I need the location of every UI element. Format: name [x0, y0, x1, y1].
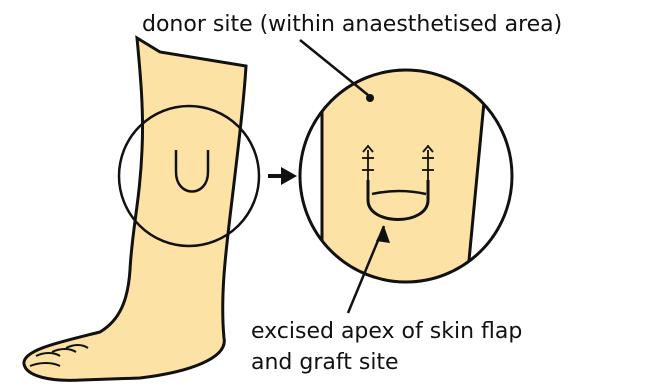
magnified-view [322, 60, 488, 292]
donor-leader-line [300, 40, 368, 95]
donor-site-label: donor site (within anaesthetised area) [142, 12, 562, 37]
excised-apex-label-line2: and graft site [251, 350, 399, 375]
excised-apex-label-line1: excised apex of skin flap [251, 319, 522, 344]
magnify-arrow [268, 167, 297, 185]
leg-shape [24, 38, 246, 380]
